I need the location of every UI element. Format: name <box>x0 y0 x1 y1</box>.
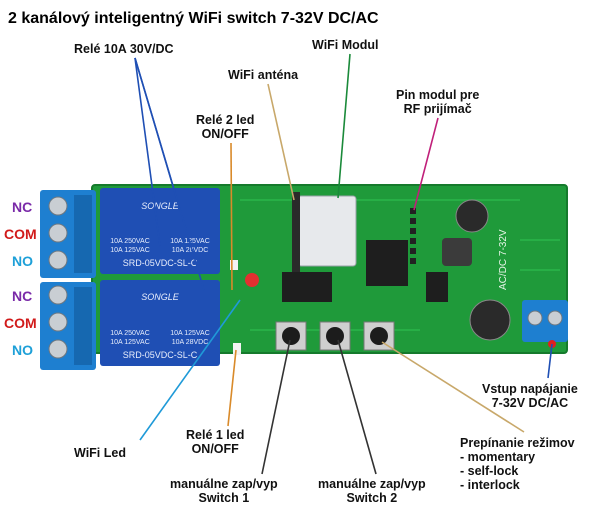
leader-prepinanie <box>381 341 525 433</box>
svg-text:10A 125VAC: 10A 125VAC <box>110 339 150 346</box>
terminal-block-relay1 <box>40 282 96 370</box>
label-wifi-antena: WiFi anténa <box>228 68 299 82</box>
svg-text:10A 250VAC: 10A 250VAC <box>110 238 150 245</box>
label-wifi-modul: WiFi Modul <box>312 38 379 52</box>
label-prepinanie: Prepínanie režimov - momentary - self-lo… <box>460 436 575 492</box>
leader-rele2-led <box>230 142 233 291</box>
ic-1 <box>282 272 332 302</box>
svg-text:10A 125VAC: 10A 125VAC <box>170 330 210 337</box>
terminal-label-no-bottom: NO <box>12 342 33 358</box>
terminal-label-com-top: COM <box>4 226 37 242</box>
wifi-led <box>230 260 238 270</box>
terminal-label-com-bottom: COM <box>4 315 37 331</box>
svg-text:10A 125VAC: 10A 125VAC <box>110 247 150 254</box>
relay-2-brand: SONGLE <box>141 201 180 211</box>
leader-rele1-led <box>227 349 237 427</box>
leader-rele-to-relay-1 <box>134 57 205 291</box>
label-wifi-led: WiFi Led <box>74 446 126 460</box>
diagram-title: 2 kanálový inteligentný WiFi switch 7-32… <box>8 10 379 27</box>
rf-pin-header <box>410 208 416 264</box>
relay-1-led <box>233 343 241 355</box>
button-mode <box>363 321 395 351</box>
terminal-label-no-top: NO <box>12 253 33 269</box>
wifi-antenna-header <box>292 192 300 272</box>
inductor <box>442 238 472 266</box>
label-rele1-led: Relé 1 led ON/OFF <box>186 428 245 456</box>
leader-wifi-led <box>139 299 241 441</box>
leader-wifi-antena <box>267 83 295 201</box>
leader-switch-1 <box>261 339 291 475</box>
button-switch-1 <box>275 321 307 351</box>
wifi-module-chip <box>297 195 357 267</box>
button-switch-2 <box>319 321 351 351</box>
power-terminal-block <box>522 300 568 348</box>
leader-wifi-modul <box>337 53 351 199</box>
relay-1: SONGLE 10A 250VAC 10A 125VAC 10A 125VAC … <box>100 280 220 366</box>
label-switch-2: manuálne zap/vyp Switch 2 <box>318 477 426 505</box>
svg-text:SRD-05VDC-SL-C: SRD-05VDC-SL-C <box>123 258 198 268</box>
regulator <box>426 272 448 302</box>
relay-2: SONGLE 10A 250VAC 10A 125VAC 10A 125VAC … <box>100 188 220 274</box>
svg-text:SONGLE: SONGLE <box>141 292 180 302</box>
label-rele2-led: Relé 2 led ON/OFF <box>196 113 255 141</box>
label-rele-10a: Relé 10A 30V/DC <box>74 42 174 56</box>
capacitor-1 <box>455 199 489 233</box>
leader-switch-2 <box>337 339 377 475</box>
label-switch-1: manuálne zap/vyp Switch 1 <box>170 477 278 505</box>
terminal-block-relay2 <box>40 190 96 278</box>
svg-text:10A 28VDC: 10A 28VDC <box>172 339 209 346</box>
voltage-silk-print: AC/DC 7-32V <box>498 229 509 290</box>
capacitor-2 <box>469 299 511 341</box>
svg-text:10A 250VAC: 10A 250VAC <box>110 330 150 337</box>
relay-2-led <box>245 273 259 287</box>
terminal-label-nc-bottom: NC <box>12 288 33 304</box>
label-vstup: Vstup napájanie 7-32V DC/AC <box>482 382 578 410</box>
leader-vstup <box>547 343 553 379</box>
svg-text:10A 28VDC: 10A 28VDC <box>172 247 209 254</box>
label-pin-modul: Pin modul pre RF prijímač <box>396 88 480 116</box>
svg-text:SRD-05VDC-SL-C: SRD-05VDC-SL-C <box>123 350 198 360</box>
terminal-label-nc-top: NC <box>12 199 33 215</box>
ic-2 <box>366 240 408 286</box>
leader-rele-to-relay-2 <box>134 57 161 247</box>
leader-pin-modul <box>413 117 439 211</box>
